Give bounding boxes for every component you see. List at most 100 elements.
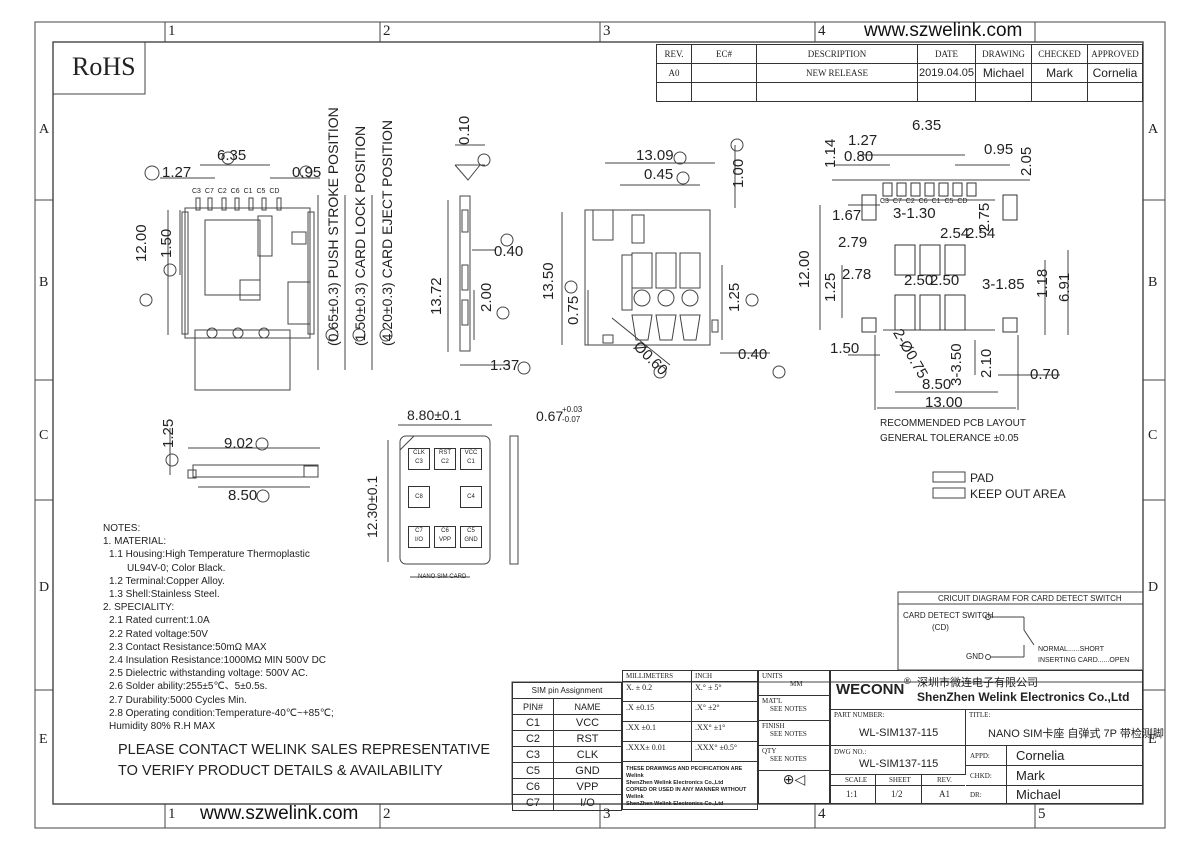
rev-header-date: DATE [917,44,976,64]
card-width: 8.80±0.1 [407,407,462,423]
rev-cell-checked: Mark [1031,63,1088,83]
sim-row-pin: C3 [512,746,554,763]
dim-075-front: 0.75 [565,295,582,325]
rev-cell-rev: A0 [656,63,692,83]
card-label: NANO SIM CARD [418,574,467,580]
grid-row-b-left: B [39,275,49,290]
dim-125-side: 1.25 [160,418,177,448]
note-line: Humidity 80% R.H MAX [109,721,216,733]
legend-keepout: KEEP OUT AREA [970,487,1066,501]
grid-row-a-left: A [39,122,50,137]
pcb-080: 0.80 [844,148,874,165]
position-card-lock: (1.50±0.3) CARD LOCK POSITION [352,125,368,346]
sim-table-title: SIM pin Assignment [512,682,622,699]
dim-635-top: 6.35 [217,147,247,164]
pcb-1200: 12.00 [796,250,813,288]
position-card-eject: (4.20±0.3) CARD EJECT POSITION [379,119,395,346]
grid-col-4-bottom: 4 [818,806,826,822]
pcb-278: 2.78 [842,266,872,283]
dim-1200-top: 12.00 [133,224,150,262]
card-thickness-minus: -0.07 [562,415,581,424]
note-line: 2.6 Solder ability:255±5℃、5±0.5s. [109,681,268,693]
note-line: 2.2 Rated voltage:50V [109,628,208,640]
title-block: WECONN ® 深圳市微连电子有限公司 ShenZhen Welink Ele… [830,670,1164,804]
dim-100-front: 1.00 [730,158,747,188]
dim-045: 0.45 [644,166,674,183]
card-height: 12.30±0.1 [364,475,380,538]
grid-col-1-top: 1 [168,23,176,39]
note-line: 1. MATERIAL: [103,536,167,548]
sim-row-name: CLK [553,746,622,763]
dim-127-top: 1.27 [162,164,192,181]
company-header: WECONN ® 深圳市微连电子有限公司 ShenZhen Welink Ele… [831,671,1142,710]
grid-col-2-top: 2 [383,23,391,39]
pcb-850: 8.50 [922,376,952,393]
sim-row-pin: C5 [512,762,554,779]
note-line: 1.2 Terminal:Copper Alloy. [109,575,225,587]
projection-symbol-icon: ⊕◁ [758,770,830,804]
tol-inch-cell: .XXX° ±0.5° [691,741,758,762]
dim-010: 0.10 [456,115,473,145]
pcb-114: 1.14 [822,138,839,168]
pcb-caption-layout: RECOMMENDED PCB LAYOUT [880,418,1026,429]
pcb-pin-labels: C3 C7 C2 C6 C1 C5 CD [880,198,968,205]
sim-row-name: GND [553,762,622,779]
rev-header-rev: REV. [656,44,692,64]
sim-row-name: I/O [553,794,622,811]
rev-header-ec: EC# [691,44,757,64]
tol-header-mm: MILLIMETERS [622,670,692,682]
note-line: 2.7 Durability:5000 Cycles Min. [109,694,247,706]
rev-header-description: DESCRIPTION [756,44,918,64]
scale-sheet-rev-cells: SCALE SHEET REV. 1:1 1/2 A1 [831,775,965,803]
watermark-top[interactable]: www.szwelink.com [864,20,1023,41]
sim-row-pin: C1 [512,714,554,731]
rev-cell-drawing: Michael [975,63,1032,83]
note-line: 2.8 Operating condition:Temperature-40℃~… [109,707,334,719]
notes-block: NOTES: 1. MATERIAL: 1.1 Housing:High Tem… [103,522,334,733]
company-cn: 深圳市微连电子有限公司 [917,677,1038,689]
pcb-254-a: 2.54 [940,225,970,242]
checked-by: Mark [1016,768,1045,783]
dim-125-front: 1.25 [726,282,743,312]
pcb-635: 6.35 [912,117,942,134]
grid-row-c-left: C [39,428,49,443]
grid-row-e-right: E [1148,732,1157,747]
brand-logo: WECONN [836,681,905,698]
rev-header-approved: APPROVED [1087,44,1143,64]
position-push-stroke: (0.65±0.3) PUSH STROKE POSITION [325,107,341,346]
circuit-cd: (CD) [932,623,949,632]
circuit-normal: NORMAL......SHORT [1038,646,1104,653]
brand-reg: ® [904,676,911,686]
pcb-caption-tolerance: GENERAL TOLERANCE ±0.05 [880,433,1019,444]
tol-mm-cell: X. ± 0.2 [622,681,692,702]
dim-040-front: 0.40 [738,346,768,363]
pcb-167: 1.67 [832,207,862,224]
dim-902: 9.02 [224,435,254,452]
rohs-label: RoHS [72,52,136,81]
note-line: 2.5 Dielectric withstanding voltage: 500… [109,668,308,680]
watermark-bottom[interactable]: www.szwelink.com [200,803,359,824]
sim-row-pin: C2 [512,730,554,747]
card-thickness: 0.67 [536,408,564,424]
tol-inch-cell: .X° ±2° [691,701,758,722]
grid-col-1-bottom: 1 [168,806,176,822]
revision-table: REV. EC# DESCRIPTION DATE DRAWING CHECKE… [656,44,1143,102]
sim-row-pin: C6 [512,778,554,795]
note-line: 2.3 Contact Resistance:50mΩ MAX [109,641,267,653]
pcb-279: 2.79 [838,234,868,251]
signoff-cells: APPD: CHKD: DR: Cornelia Mark Michael [966,746,1142,803]
grid-row-b-right: B [1148,275,1158,290]
grid-row-e-left: E [39,732,48,747]
legend-pad: PAD [970,471,994,485]
note-line: 2.1 Rated current:1.0A [109,615,210,627]
approved-by: Cornelia [1016,748,1065,763]
sim-row-pin: C7 [512,794,554,811]
